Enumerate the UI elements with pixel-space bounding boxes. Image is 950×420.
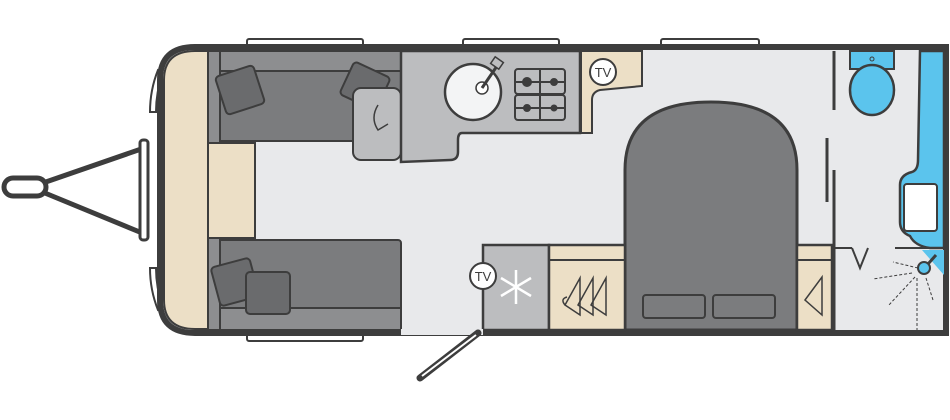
swivel-arrow-icon <box>373 104 389 132</box>
basin-icon <box>903 183 938 232</box>
tow-hitch <box>1 138 150 242</box>
shower-icon <box>872 261 934 330</box>
hanger-icon <box>803 274 823 317</box>
svg-text:TV: TV <box>595 65 612 80</box>
cushion-icons <box>210 61 391 315</box>
tv-icon: TV <box>469 262 497 290</box>
wardrobe <box>547 243 627 332</box>
hanger-icon <box>562 275 607 317</box>
kitchen: TV <box>399 49 643 164</box>
tv-icon: TV <box>589 58 617 86</box>
wardrobe-right <box>795 243 834 332</box>
toilet-icon <box>848 50 896 117</box>
sink-icon <box>443 55 505 122</box>
hob-icon <box>514 68 566 121</box>
swivel-seat <box>352 87 402 161</box>
svg-text:TV: TV <box>475 269 492 284</box>
entrance-door <box>401 329 483 382</box>
bed <box>623 100 799 332</box>
snowflake-icon <box>500 270 532 304</box>
fridge: TV <box>469 243 551 332</box>
front-lounge-seating <box>207 50 402 331</box>
washroom <box>825 49 946 330</box>
table <box>207 142 256 239</box>
